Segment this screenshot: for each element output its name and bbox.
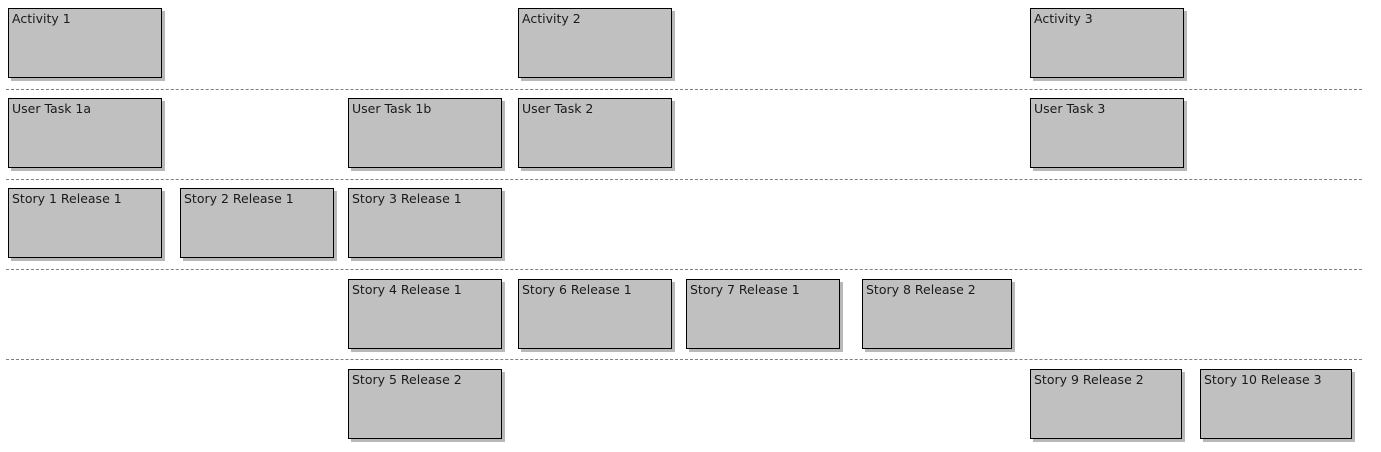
swimlane-divider (6, 359, 1362, 360)
story-card[interactable]: User Task 1a (8, 98, 162, 168)
story-card-label: Story 6 Release 1 (522, 282, 632, 297)
story-card-label: User Task 1b (352, 101, 432, 116)
story-card[interactable]: Story 10 Release 3 (1200, 369, 1352, 439)
story-card[interactable]: Story 9 Release 2 (1030, 369, 1182, 439)
story-card-label: Story 7 Release 1 (690, 282, 800, 297)
story-card-label: Activity 1 (12, 11, 71, 26)
story-card-label: Activity 3 (1034, 11, 1093, 26)
story-card-label: Story 9 Release 2 (1034, 372, 1144, 387)
swimlane-divider (6, 179, 1362, 180)
story-card[interactable]: Story 1 Release 1 (8, 188, 162, 258)
story-card-label: Story 3 Release 1 (352, 191, 462, 206)
story-card[interactable]: Story 8 Release 2 (862, 279, 1012, 349)
story-card[interactable]: Story 2 Release 1 (180, 188, 334, 258)
story-card-label: Story 8 Release 2 (866, 282, 976, 297)
story-card-label: Story 10 Release 3 (1204, 372, 1322, 387)
story-card[interactable]: Story 7 Release 1 (686, 279, 840, 349)
story-card-label: Story 1 Release 1 (12, 191, 122, 206)
story-card[interactable]: Story 5 Release 2 (348, 369, 502, 439)
story-card-label: Story 5 Release 2 (352, 372, 462, 387)
story-card[interactable]: Story 3 Release 1 (348, 188, 502, 258)
story-card-label: Story 4 Release 1 (352, 282, 462, 297)
story-card[interactable]: User Task 2 (518, 98, 672, 168)
story-card-label: Story 2 Release 1 (184, 191, 294, 206)
story-card-label: User Task 3 (1034, 101, 1106, 116)
story-card-label: User Task 1a (12, 101, 92, 116)
story-card-label: Activity 2 (522, 11, 581, 26)
story-card[interactable]: Activity 3 (1030, 8, 1184, 78)
swimlane-divider (6, 89, 1362, 90)
story-card[interactable]: User Task 3 (1030, 98, 1184, 168)
swimlane-divider (6, 269, 1362, 270)
story-card[interactable]: Activity 1 (8, 8, 162, 78)
story-card[interactable]: Story 6 Release 1 (518, 279, 672, 349)
story-card[interactable]: Story 4 Release 1 (348, 279, 502, 349)
story-card-label: User Task 2 (522, 101, 594, 116)
story-card[interactable]: Activity 2 (518, 8, 672, 78)
story-card[interactable]: User Task 1b (348, 98, 502, 168)
